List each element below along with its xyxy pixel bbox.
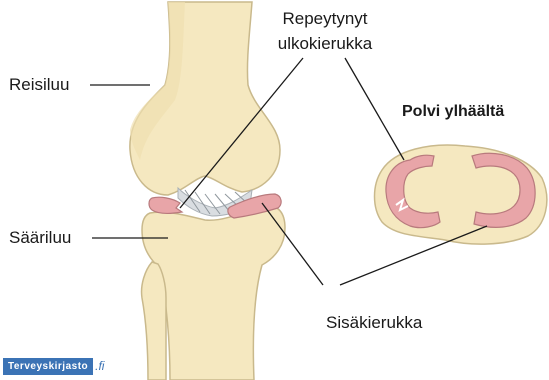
brand-name: Terveyskirjasto [3, 358, 93, 375]
label-tibia: Sääriluu [9, 228, 71, 248]
label-medial-meniscus: Sisäkierukka [326, 313, 422, 333]
label-top-view-title: Polvi ylhäältä [402, 102, 504, 122]
label-femur: Reisiluu [9, 75, 69, 95]
label-torn-meniscus-line1: Repeytynyt [265, 9, 385, 29]
brand-logo: Terveyskirjasto .fi [3, 357, 104, 375]
fibula-bone [142, 262, 166, 380]
label-torn-meniscus-line2: ulkokierukka [257, 34, 393, 54]
brand-suffix: .fi [95, 359, 104, 373]
lateral-meniscus-torn [149, 197, 182, 213]
